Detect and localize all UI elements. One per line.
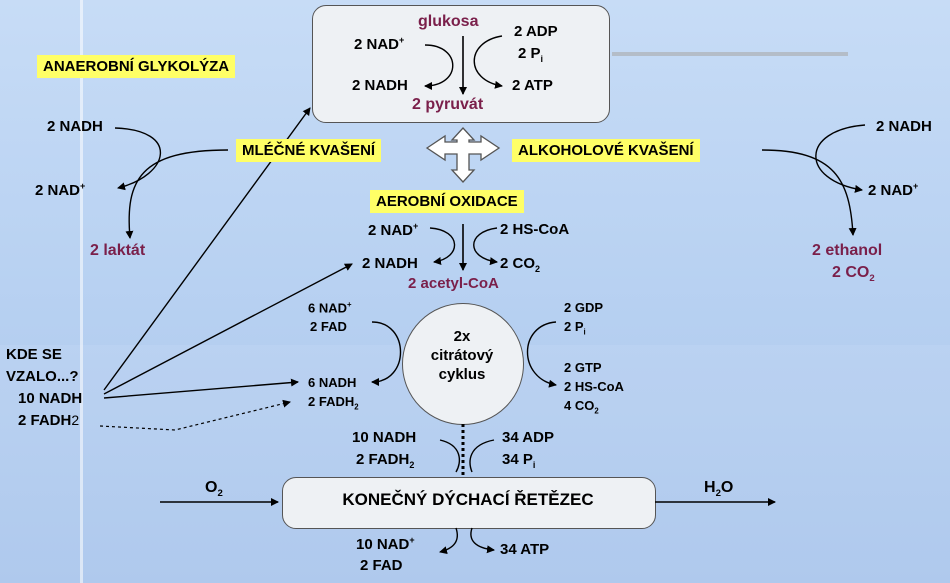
oxidation-in-left: 2 NAD+ [368, 221, 419, 239]
cycle-in-left-1: 6 NAD+ [308, 300, 352, 316]
alcoholic-main-arrow [761, 149, 857, 236]
oxidation-coa-arc [473, 227, 498, 266]
glycolysis-in-right-1: 2 ADP [514, 23, 558, 40]
question-line-4: 2 FADH2 [18, 412, 80, 429]
glycolysis-box [312, 5, 610, 123]
glycolysis-atp-arc [473, 35, 503, 89]
citrate-cycle-circle [402, 303, 524, 425]
label-alcoholic-fermentation: ALKOHOLOVÉ KVAŠENÍ [512, 139, 700, 162]
chain-out-left-1: 10 NAD+ [356, 535, 415, 553]
chain-out-right: 34 ATP [500, 541, 550, 558]
background-stripe-vertical [80, 0, 83, 583]
alcoholic-nad: 2 NAD+ [868, 181, 919, 199]
chain-adp-arc [469, 439, 495, 473]
cycle-in-right-1: 2 GDP [564, 300, 604, 315]
cycle-in-left-2: 2 FAD [310, 319, 347, 334]
question-line-2: VZALO...? [6, 368, 79, 385]
oxidation-in-right: 2 HS-CoA [500, 221, 570, 238]
cycle-out-right-1: 2 GTP [564, 360, 602, 375]
background-stripe-horizontal [612, 52, 848, 56]
cycle-right-arc [526, 321, 557, 388]
question-arrow-oxidation [103, 263, 353, 395]
glycolysis-in-right-2: 2 Pi [518, 45, 544, 64]
lactic-nadh: 2 NADH [47, 118, 103, 135]
cycle-out-right-2: 2 HS-CoA [564, 379, 624, 394]
label-lactic-fermentation: MLÉČNÉ KVAŠENÍ [236, 139, 382, 162]
alcoholic-product-1: 2 ethanol [812, 242, 883, 259]
oxidation-product: 2 acetyl-CoA [408, 275, 499, 292]
alcoholic-nadh: 2 NADH [876, 118, 932, 135]
cycle-left-arc [371, 321, 402, 386]
label-anaerobic-glycolysis: ANAEROBNÍ GLYKOLÝZA [37, 55, 236, 78]
chain-title: KONEČNÝ DÝCHACÍ ŘETĚZEC [342, 490, 594, 509]
chain-in-right-1: 34 ADP [502, 429, 554, 446]
four-way-block-arrow [425, 127, 501, 183]
glycolysis-out-left: 2 NADH [352, 77, 408, 94]
question-line-3: 10 NADH [18, 390, 83, 407]
glycolysis-product: 2 pyruvát [412, 96, 484, 113]
chain-water: H2O [704, 479, 734, 500]
glycolysis-in-left: 2 NAD+ [354, 35, 405, 53]
lactic-main-arrow [125, 149, 229, 239]
respiratory-chain-box [282, 477, 656, 529]
cycle-in-right-2: 2 Pi [564, 319, 586, 337]
cycle-out-left-2: 2 FADH2 [308, 394, 359, 412]
question-dashed-arrow [99, 399, 291, 431]
cycle-out-right-3: 4 CO2 [564, 398, 599, 416]
glycolysis-nad-arc [424, 44, 454, 90]
question-arrow-cycle [103, 378, 299, 399]
chain-oxygen: O2 [205, 479, 223, 500]
chain-in-left-2: 2 FADH2 [356, 451, 415, 470]
chain-nad-arc [439, 527, 458, 555]
question-line-1: KDE SE [6, 346, 62, 363]
alcoholic-product-2: 2 CO2 [832, 264, 875, 285]
lactic-arc [114, 127, 162, 191]
oxidation-nad-arc [429, 227, 456, 265]
chain-atp-arc [470, 527, 495, 554]
label-aerobic-oxidation: AEROBNÍ OXIDACE [370, 190, 524, 213]
lactic-nad: 2 NAD+ [35, 181, 86, 199]
cycle-out-left-1: 6 NADH [308, 375, 357, 390]
chain-in-right-2: 34 Pi [502, 451, 536, 470]
chain-in-left-1: 10 NADH [352, 429, 417, 446]
oxidation-out-left: 2 NADH [362, 255, 418, 272]
chain-nadh-arc [439, 439, 461, 473]
oxidation-out-right: 2 CO2 [500, 255, 541, 274]
lactic-product: 2 laktát [90, 242, 146, 259]
chain-out-left-2: 2 FAD [360, 557, 403, 574]
glycolysis-out-right: 2 ATP [512, 77, 553, 94]
citrate-cycle-label: 2x citrátový cyklus [430, 328, 494, 383]
glycolysis-substrate: glukosa [418, 13, 479, 30]
